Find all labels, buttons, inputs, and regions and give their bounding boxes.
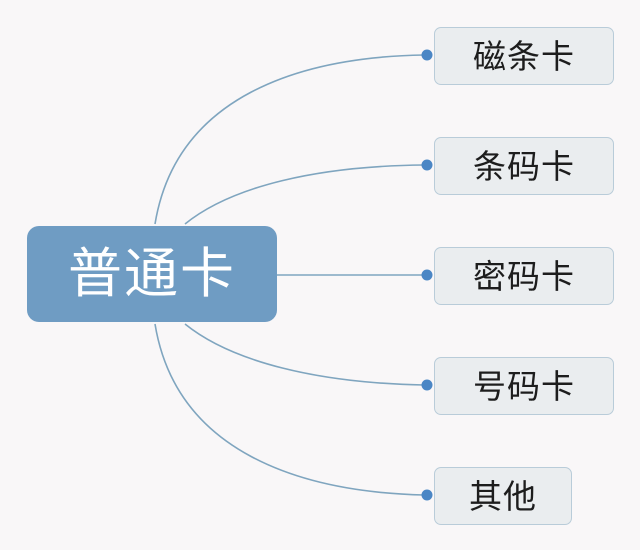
branch-node-password-card[interactable]: 密码卡 [434,247,614,305]
branch-node-label: 号码卡 [473,366,575,406]
branch-node-number-card[interactable]: 号码卡 [434,357,614,415]
root-node-label: 普通卡 [68,242,236,305]
branch-node-other[interactable]: 其他 [434,467,572,525]
branch-node-label: 条码卡 [473,146,575,186]
branch-node-magnetic-stripe-card[interactable]: 磁条卡 [434,27,614,85]
branch-dot-4 [421,489,433,501]
branch-line-3 [184,323,425,386]
branch-line-1 [184,164,425,225]
branch-dot-3 [421,379,433,391]
branch-dot-1 [421,159,433,171]
branch-dot-2 [421,269,433,281]
branch-dot-0 [421,49,433,61]
branch-node-label: 其他 [469,476,537,516]
branch-node-label: 磁条卡 [473,36,575,76]
branch-line-0 [154,54,425,225]
root-node[interactable]: 普通卡 [27,226,277,322]
branch-line-4 [154,323,425,496]
branch-node-label: 密码卡 [473,256,575,296]
branch-node-barcode-card[interactable]: 条码卡 [434,137,614,195]
